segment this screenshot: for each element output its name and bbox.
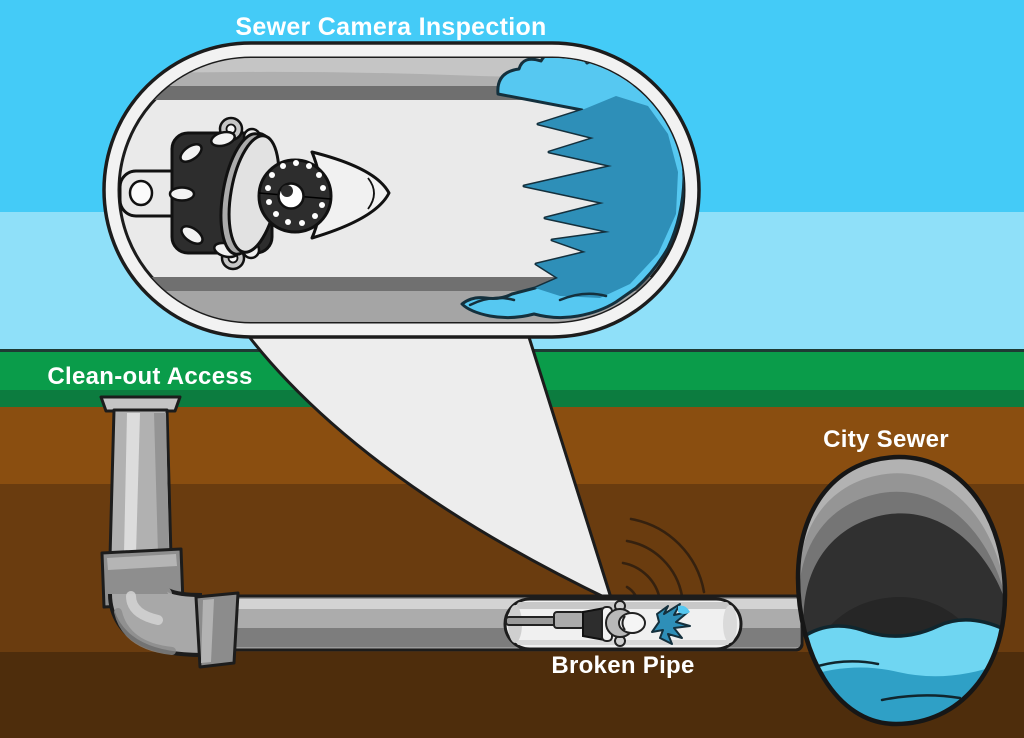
clean-out-access-label: Clean-out Access [47,363,253,390]
page-title: Sewer Camera Inspection [235,13,547,41]
clean-out-pipe [99,395,240,669]
camera-led-ring [265,160,326,226]
inspection-cone [245,332,614,603]
callout-bubble [102,41,701,339]
water-leak-icon [460,58,684,320]
broken-pipe-label: Broken Pipe [551,652,695,679]
city-sewer-label: City Sewer [823,426,949,453]
pipe-crack-icon [651,603,691,645]
pipe-cutaway [503,597,743,651]
inspection-camera-icon [119,116,391,271]
mini-camera-icon [505,600,646,647]
